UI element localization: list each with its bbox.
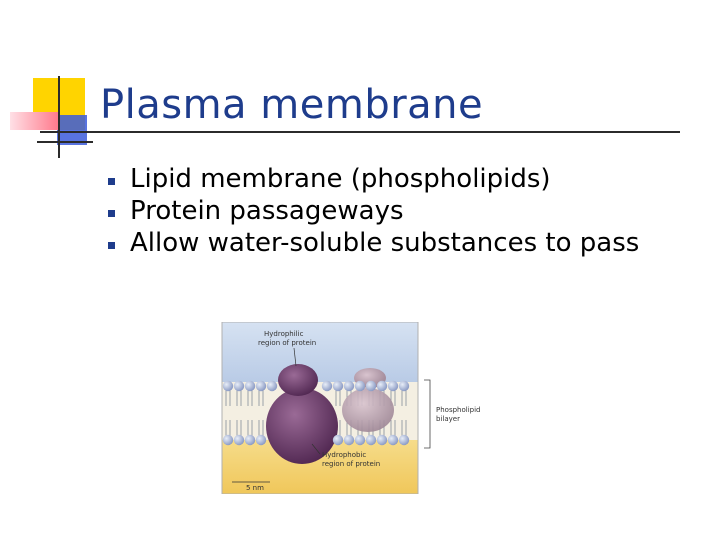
lipid-head <box>255 380 267 392</box>
bullet-item: Lipid membrane (phospholipids) <box>108 163 668 195</box>
peripheral-protein <box>342 388 394 432</box>
lipid-head <box>387 380 399 392</box>
lipid-head <box>354 380 366 392</box>
bullet-item: Protein passageways <box>108 195 668 227</box>
lipid-head <box>222 380 234 392</box>
phospholipid-label-2: bilayer <box>436 415 460 423</box>
bullet-text: Allow water-soluble substances to pass <box>130 228 640 258</box>
lipid-head <box>354 434 366 446</box>
scale-label: 5 nm <box>246 484 264 492</box>
lipid-head <box>365 380 377 392</box>
lipid-head <box>343 434 355 446</box>
lipid-head <box>233 380 245 392</box>
deco-pink-bar <box>10 112 58 130</box>
lipid-head <box>365 434 377 446</box>
hydrophilic-label-1: Hydrophilic <box>264 330 304 338</box>
bullet-item: Allow water-soluble substances to pass <box>108 227 668 259</box>
bullet-square-icon <box>108 178 115 185</box>
lipid-head <box>398 380 410 392</box>
lipid-head <box>266 380 278 392</box>
lipid-head <box>387 434 399 446</box>
hydrophobic-label-1: Hydrophobic <box>322 451 366 459</box>
title-divider <box>40 131 680 133</box>
bullet-square-icon <box>108 242 115 249</box>
bullet-text: Lipid membrane (phospholipids) <box>130 164 551 194</box>
lipid-head <box>244 434 256 446</box>
slide-title: Plasma membrane <box>100 82 484 128</box>
lipid-head <box>244 380 256 392</box>
hydrophobic-label-2: region of protein <box>322 460 380 468</box>
lipid-head <box>332 434 344 446</box>
integral-protein <box>266 388 338 464</box>
membrane-figure: Hydrophilic region of protein Hydrophobi… <box>221 322 480 494</box>
lipid-head <box>376 434 388 446</box>
lipid-head <box>233 434 245 446</box>
lipid-head <box>376 380 388 392</box>
bullet-text: Protein passageways <box>130 196 404 226</box>
figure-panel-top <box>222 322 418 382</box>
lipid-head <box>398 434 410 446</box>
lipid-head <box>332 380 344 392</box>
lipid-head <box>255 434 267 446</box>
lipid-head <box>222 434 234 446</box>
bullet-list: Lipid membrane (phospholipids) Protein p… <box>108 163 668 259</box>
hydrophilic-label-2: region of protein <box>258 339 316 347</box>
lipid-head <box>343 380 355 392</box>
lipid-heads <box>222 380 410 446</box>
phospholipid-label-1: Phospholipid <box>436 406 480 414</box>
bullet-square-icon <box>108 210 115 217</box>
lipid-head <box>321 380 333 392</box>
deco-vertical-line <box>58 76 60 158</box>
protein-top-cap <box>278 364 318 396</box>
deco-horizontal-line <box>37 141 93 143</box>
deco-blue-square <box>57 115 87 145</box>
